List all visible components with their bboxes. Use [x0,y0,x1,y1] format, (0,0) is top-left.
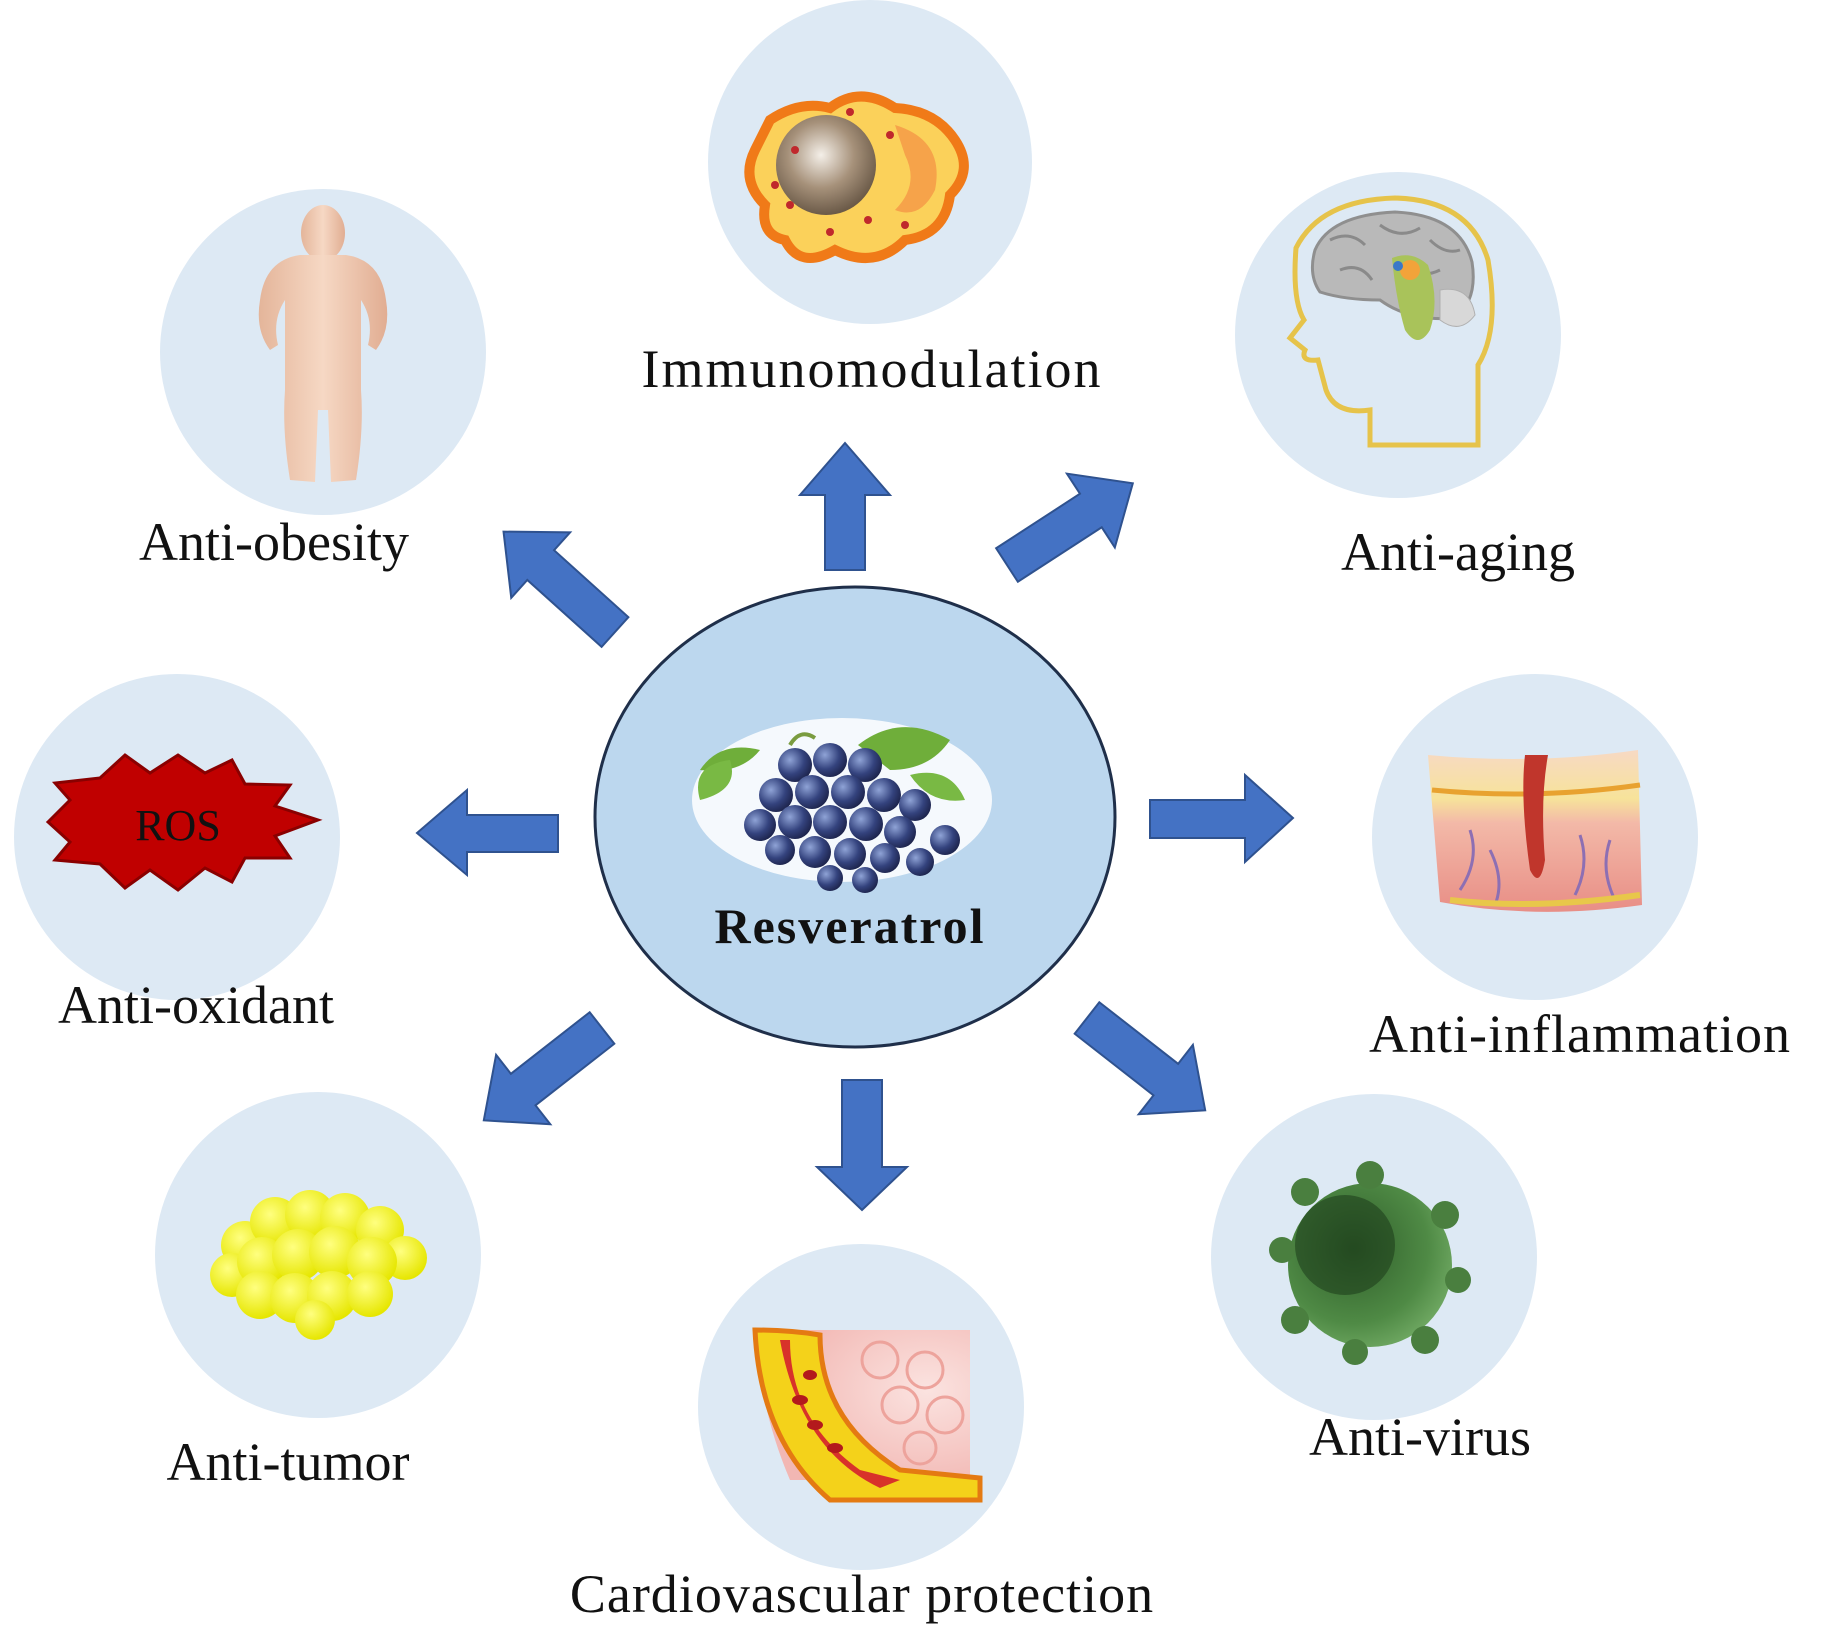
arrow-down [814,1079,910,1212]
label-immunomodulation: Immunomodulation [642,339,1103,399]
bubble-anti-aging [1235,172,1561,498]
bubble-cardiovascular-protection [698,1244,1024,1570]
inflamed-skin-icon [1428,750,1642,912]
arrow-down-right [1073,1000,1207,1116]
center-node [593,585,1117,1049]
tumor-cells-icon [210,1190,427,1340]
ros-text: ROS [135,801,221,850]
bubble-anti-tumor [155,1092,481,1418]
arrow-left [415,787,559,878]
label-anti-oxidant: Anti-oxidant [58,975,334,1035]
obese-body-icon [258,205,388,482]
virus-icon [1269,1161,1471,1365]
immune-cell-icon [744,91,969,263]
bubble-anti-oxidant: ROS [14,674,340,1000]
label-anti-tumor: Anti-tumor [167,1432,410,1492]
arrow-down-left [482,1010,616,1126]
arrow-right [1149,772,1295,865]
bubble-anti-inflammation [1372,674,1698,1000]
bubble-anti-obesity [160,189,486,515]
arrow-up-right [994,472,1135,584]
label-anti-aging: Anti-aging [1341,522,1575,582]
bubble-anti-virus [1211,1094,1537,1420]
label-anti-obesity: Anti-obesity [139,512,409,572]
center-label: Resveratrol [715,898,986,954]
bubble-immunomodulation [708,0,1032,324]
grapes-icon [692,718,992,893]
arrow-up-left [502,530,630,649]
label-anti-inflammation: Anti-inflammation [1369,1004,1791,1064]
arrow-up [797,441,893,571]
ros-icon: ROS [45,753,323,892]
label-cardiovascular-protection: Cardiovascular protection [570,1564,1154,1624]
label-anti-virus: Anti-virus [1309,1407,1531,1467]
blood-vessel-icon [752,1327,983,1503]
brain-head-icon [1286,195,1495,448]
arrows [415,441,1295,1212]
